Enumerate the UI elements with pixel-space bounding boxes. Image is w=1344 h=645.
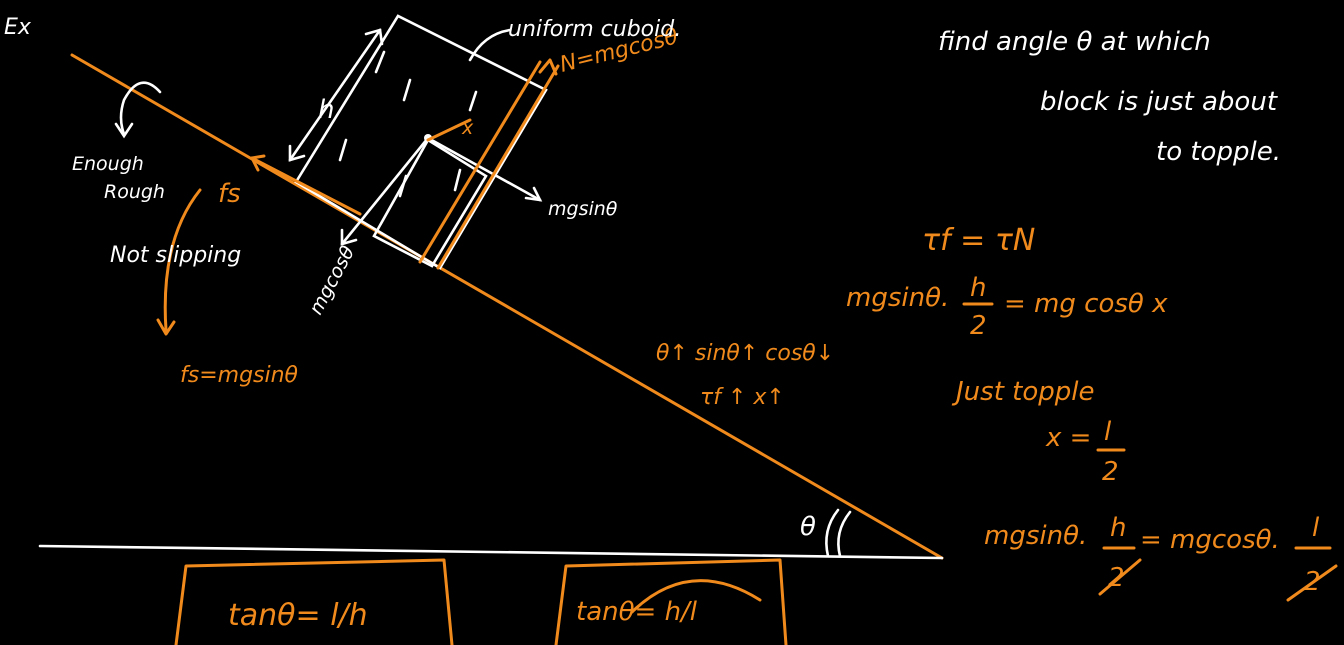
not-slipping: Not slipping	[110, 243, 241, 268]
problem-line-3: to topple.	[1156, 137, 1281, 167]
final-cancel-1	[1098, 558, 1142, 596]
mgsin-arrow-line	[426, 136, 542, 202]
mgcos-arrow-head	[340, 228, 358, 246]
cuboid-label-pointer	[468, 28, 512, 62]
rough-rough: Rough	[104, 181, 165, 203]
eq2-num: h	[970, 273, 986, 303]
answer-box-2-text: tanθ= h/l	[576, 597, 698, 627]
x-eq-left: x =	[1045, 423, 1091, 453]
normal-force-annotation: N=mgcosθ x	[418, 24, 681, 270]
incline: θ	[38, 53, 944, 560]
angle-arc-2	[837, 510, 852, 558]
friction-annotation: fs fs=mgsinθ	[156, 154, 362, 388]
answer-box-1-text: tanθ= l/h	[228, 598, 368, 633]
rough-enough: Enough	[72, 153, 144, 175]
friction-arrow	[250, 156, 362, 216]
height-arrow-head-bottom	[288, 144, 306, 162]
rough-pointer-arrow	[119, 81, 162, 136]
final-mid: = mgcosθ.	[1140, 525, 1280, 555]
incline-surface	[70, 53, 944, 560]
problem-statement: find angle θ at which block is just abou…	[938, 27, 1281, 167]
eq-torque-balance: τf = τN	[922, 223, 1035, 258]
theta-trend: θ↑ sinθ↑ cosθ↓	[656, 341, 834, 366]
normal-arrow-head	[538, 58, 558, 76]
theta-angle-label: θ	[800, 512, 816, 542]
height-arrow-head-top	[364, 28, 384, 46]
eq2-right: = mg cosθ x	[1004, 289, 1168, 319]
fs-equation: fs=mgsinθ	[180, 363, 299, 388]
answer-box-1	[174, 558, 454, 645]
left-notes: Ex Enough Rough Not slipping uniform cub…	[4, 15, 681, 268]
mgsin-arrow-head	[524, 186, 543, 202]
x-distance-label: x	[461, 117, 474, 139]
friction-arrow-head	[250, 154, 266, 172]
mgcos-label: mgcosθ	[305, 242, 359, 318]
final-2a: 2	[1108, 563, 1125, 593]
final-h: h	[1110, 513, 1126, 543]
cuboid-inner-box	[372, 138, 488, 268]
normal-line-2	[436, 64, 560, 270]
x-distance-line	[426, 118, 472, 142]
fs-curve-head	[156, 318, 176, 336]
final-cancel-2	[1286, 564, 1338, 602]
answer-boxes: tanθ= l/h tanθ= h/l	[174, 558, 788, 645]
answer-box-2	[554, 558, 788, 645]
mgcos-arrow-line	[340, 136, 430, 246]
eq2-left: mgsinθ.	[846, 283, 949, 313]
hatch-3	[338, 138, 348, 162]
hatch-6	[468, 90, 478, 112]
height-label: h	[318, 95, 334, 125]
problem-line-1: find angle θ at which	[938, 27, 1211, 57]
solution: τf = τN mgsinθ. h 2 = mg cosθ x Just top…	[846, 223, 1338, 602]
fs-label: fs	[218, 179, 241, 209]
answer-box-2-strike	[630, 579, 762, 614]
torque-trend: τf ↑ x↑	[700, 385, 785, 410]
x-eq-num: l	[1104, 417, 1112, 447]
final-left: mgsinθ.	[984, 521, 1087, 551]
mgsin-label: mgsinθ	[548, 198, 618, 220]
trend-notes: θ↑ sinθ↑ cosθ↓ τf ↑ x↑	[656, 341, 834, 410]
fs-curve-arrow	[163, 188, 202, 332]
final-l: l	[1312, 513, 1320, 543]
rough-pointer-head	[114, 122, 134, 139]
eq2-den: 2	[970, 311, 987, 341]
example-tag: Ex	[4, 15, 32, 40]
hatch-2	[402, 78, 412, 102]
just-topple: Just topple	[951, 377, 1094, 407]
hatch-1	[374, 50, 386, 74]
angle-arc	[825, 508, 840, 558]
cuboid-label: uniform cuboid.	[508, 17, 681, 42]
cuboid-body	[294, 14, 548, 270]
hatch-5	[453, 168, 462, 192]
ground-line	[38, 544, 944, 560]
x-eq-den: 2	[1102, 457, 1119, 487]
hatch-4	[398, 174, 408, 198]
problem-line-2: block is just about	[1040, 87, 1278, 117]
normal-line-1	[418, 60, 542, 264]
height-arrow-line	[288, 28, 382, 162]
